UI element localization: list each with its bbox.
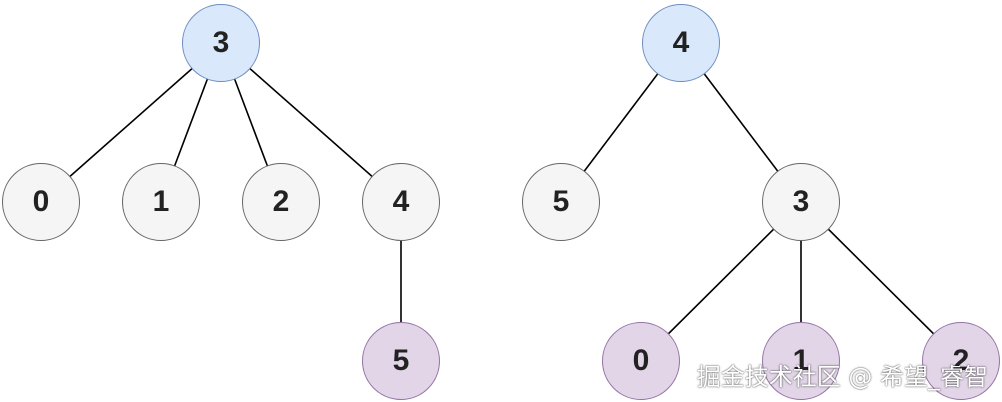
node-t2-0: 0 (602, 322, 680, 400)
node-t2-1: 1 (762, 322, 840, 400)
node-t1-1: 1 (122, 163, 200, 241)
node-t2-3: 3 (762, 163, 840, 241)
edge-t1-3-t1-0 (40, 42, 222, 203)
node-t1-0: 0 (2, 163, 80, 241)
watermark-text: 掘金技术社区 @ 希望_睿智 (696, 363, 988, 391)
node-t1-3: 3 (182, 4, 260, 82)
node-t1-2: 2 (242, 163, 320, 241)
node-t2-2: 2 (922, 322, 1000, 400)
node-t2-5: 5 (522, 163, 600, 241)
node-t2-4: 4 (642, 4, 720, 82)
node-t1-4: 4 (362, 163, 440, 241)
node-t1-5: 5 (362, 322, 440, 400)
